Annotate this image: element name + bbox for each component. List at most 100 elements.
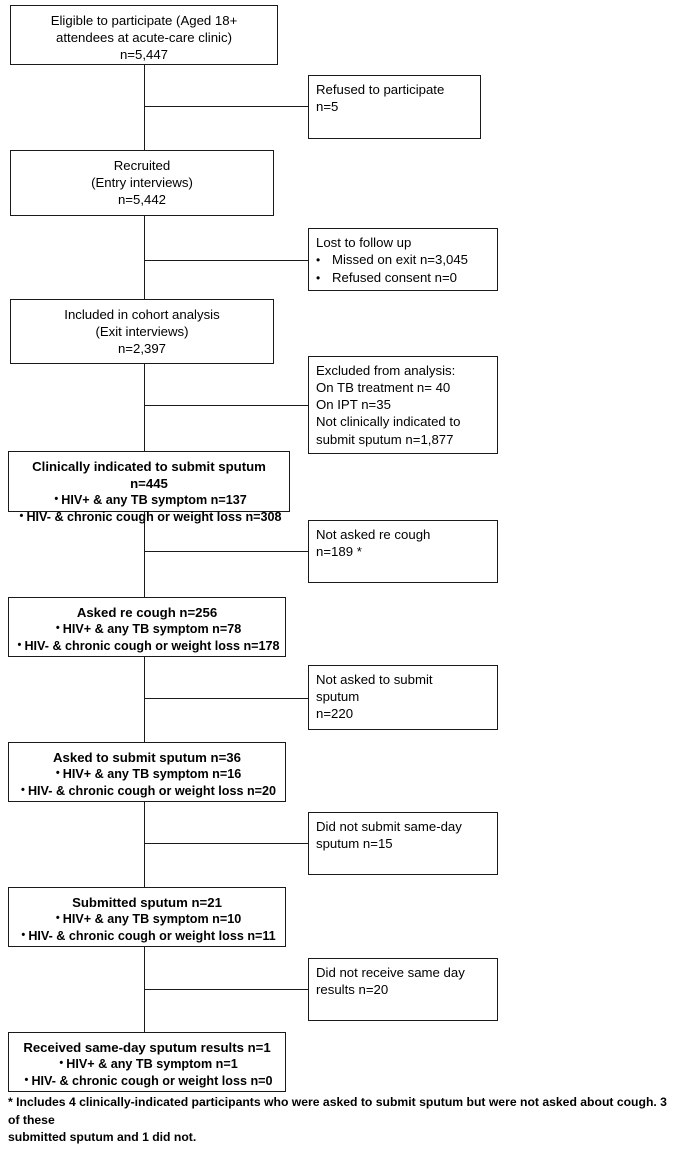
box-included-cohort-content: Included in cohort analysis (Exit interv…	[11, 300, 273, 363]
box-eligible-content: Eligible to participate (Aged 18+ attend…	[11, 6, 277, 69]
bullet-text: HIV- & chronic cough or weight loss n=17…	[24, 638, 280, 653]
connector-recruited-to-included	[144, 215, 146, 299]
box-received-same-day-results-content: Received same-day sputum results n=1 •HI…	[9, 1033, 285, 1095]
box-not-asked-to-submit-sputum-line-1: Not asked to submit	[316, 672, 433, 687]
box-did-not-receive-same-day-results-line-2: results n=20	[316, 982, 389, 998]
bullet-dot-icon: •	[316, 270, 321, 285]
box-recruited-line-2: (Entry interviews)	[91, 175, 193, 191]
box-lost-to-follow-up-header: Lost to follow up	[316, 235, 412, 250]
connector-asked-to-submitted	[144, 802, 146, 887]
connector-included-to-indicated	[144, 363, 146, 451]
bullet-text: HIV- & chronic cough or weight loss n=20	[27, 783, 277, 798]
list-item: •HIV- & chronic cough or weight loss n=0	[13, 1073, 281, 1089]
box-clinically-indicated-content: Clinically indicated to submit sputum n=…	[9, 452, 289, 531]
bullet-text: HIV+ & any TB symptom n=137	[61, 493, 247, 508]
list-item: •HIV+ & any TB symptom n=137	[13, 492, 285, 508]
bullet-text: HIV+ & any TB symptom n=78	[62, 622, 242, 637]
box-submitted-sputum-bullets: •HIV+ & any TB symptom n=10 •HIV- & chro…	[13, 911, 281, 944]
connector-branch-refused	[144, 106, 308, 108]
bullet-dot-icon: •	[19, 509, 24, 522]
box-refused-to-participate[interactable]: Refused to participate n=5	[308, 75, 481, 139]
bullet-dot-icon: •	[55, 912, 60, 925]
box-excluded-from-analysis-line-1: Excluded from analysis:	[316, 363, 456, 378]
box-received-same-day-results-bullets: •HIV+ & any TB symptom n=1 •HIV- & chron…	[13, 1056, 281, 1089]
box-received-same-day-results[interactable]: Received same-day sputum results n=1 •HI…	[8, 1032, 286, 1092]
box-not-asked-re-cough-line-2: n=189 *	[316, 544, 362, 560]
box-refused-to-participate-line-2: n=5	[316, 99, 339, 115]
box-not-asked-re-cough-line-1: Not asked re cough	[316, 527, 431, 542]
box-not-asked-re-cough-content: Not asked re cough n=189 *	[309, 521, 497, 565]
box-asked-to-submit-sputum-header: Asked to submit sputum n=36	[53, 750, 241, 765]
bullet-text: HIV- & chronic cough or weight loss n=11	[28, 928, 276, 943]
list-item: •HIV+ & any TB symptom n=1	[13, 1056, 281, 1072]
list-item: •HIV- & chronic cough or weight loss n=1…	[13, 928, 281, 944]
bullet-dot-icon: •	[55, 622, 60, 635]
box-clinically-indicated[interactable]: Clinically indicated to submit sputum n=…	[8, 451, 290, 524]
list-item: •HIV- & chronic cough or weight loss n=2…	[13, 783, 281, 799]
bullet-text: HIV- & chronic cough or weight loss n=30…	[26, 509, 282, 524]
connector-branch-excluded	[144, 405, 308, 407]
bullet-dot-icon: •	[55, 767, 60, 780]
box-not-asked-to-submit-sputum-line-3: n=220	[316, 706, 354, 722]
bullet-dot-icon: •	[24, 1073, 29, 1086]
box-lost-to-follow-up-bullets: • Missed on exit n=3,045 •Refused consent…	[316, 251, 490, 286]
box-eligible-line-3: n=5,447	[119, 47, 169, 63]
list-item: • Missed on exit n=3,045	[316, 251, 490, 269]
footnote: * Includes 4 clinically-indicated partic…	[8, 1094, 676, 1147]
box-excluded-from-analysis-line-5: submit sputum n=1,877	[316, 431, 454, 447]
list-item: •HIV- & chronic cough or weight loss n=3…	[13, 509, 285, 525]
box-eligible-line-2: attendees at acute-care clinic)	[56, 30, 232, 46]
connector-branch-lost	[144, 260, 308, 262]
box-recruited[interactable]: Recruited (Entry interviews) n=5,442	[10, 150, 274, 216]
box-not-asked-to-submit-sputum-line-2: sputum	[316, 689, 360, 705]
box-lost-to-follow-up[interactable]: Lost to follow up • Missed on exit n=3,04…	[308, 228, 498, 291]
box-asked-to-submit-sputum[interactable]: Asked to submit sputum n=36 •HIV+ & any …	[8, 742, 286, 802]
bullet-text: HIV+ & any TB symptom n=16	[62, 767, 242, 782]
box-excluded-from-analysis-line-2: On TB treatment n= 40	[316, 380, 451, 396]
box-excluded-from-analysis-line-4: Not clinically indicated to	[316, 414, 461, 430]
box-did-not-submit-same-day-sputum-line-1: Did not submit same-day	[316, 819, 462, 834]
box-included-cohort[interactable]: Included in cohort analysis (Exit interv…	[10, 299, 274, 364]
connector-branch-not-asked-submit	[144, 698, 308, 700]
footnote-line-2: submitted sputum and 1 did not.	[8, 1130, 197, 1145]
box-not-asked-re-cough[interactable]: Not asked re cough n=189 *	[308, 520, 498, 583]
box-excluded-from-analysis[interactable]: Excluded from analysis: On TB treatment …	[308, 356, 498, 454]
box-did-not-receive-same-day-results-content: Did not receive same day results n=20	[309, 959, 497, 1003]
bullet-dot-icon: •	[59, 1057, 64, 1070]
box-clinically-indicated-header: Clinically indicated to submit sputum n=…	[32, 459, 266, 492]
box-asked-re-cough[interactable]: Asked re cough n=256 •HIV+ & any TB symp…	[8, 597, 286, 657]
box-asked-re-cough-content: Asked re cough n=256 •HIV+ & any TB symp…	[9, 598, 285, 660]
bullet-text: HIV+ & any TB symptom n=10	[62, 912, 242, 927]
box-recruited-line-3: n=5,442	[117, 192, 167, 208]
box-eligible[interactable]: Eligible to participate (Aged 18+ attend…	[10, 5, 278, 65]
box-recruited-line-1: Recruited	[113, 158, 171, 173]
box-recruited-content: Recruited (Entry interviews) n=5,442	[11, 151, 273, 214]
connector-branch-not-asked-cough	[144, 551, 308, 553]
box-included-cohort-line-2: (Exit interviews)	[95, 324, 189, 340]
box-included-cohort-line-1: Included in cohort analysis	[64, 307, 220, 322]
box-asked-to-submit-sputum-bullets: •HIV+ & any TB symptom n=16 •HIV- & chro…	[13, 766, 281, 799]
connector-branch-did-not-submit	[144, 843, 308, 845]
box-did-not-receive-same-day-results-line-1: Did not receive same day	[316, 965, 465, 980]
connector-indicated-to-cough	[144, 512, 146, 597]
box-did-not-receive-same-day-results[interactable]: Did not receive same day results n=20	[308, 958, 498, 1021]
bullet-text: HIV- & chronic cough or weight loss n=0	[31, 1073, 273, 1088]
footnote-line-1: * Includes 4 clinically-indicated partic…	[8, 1095, 667, 1127]
box-asked-to-submit-sputum-content: Asked to submit sputum n=36 •HIV+ & any …	[9, 743, 285, 805]
connector-branch-did-not-receive	[144, 989, 308, 991]
bullet-dot-icon: •	[316, 253, 321, 268]
box-submitted-sputum[interactable]: Submitted sputum n=21 •HIV+ & any TB sym…	[8, 887, 286, 947]
box-excluded-from-analysis-line-3: On IPT n=35	[316, 397, 391, 413]
list-item: •HIV+ & any TB symptom n=10	[13, 911, 281, 927]
list-item: •HIV+ & any TB symptom n=78	[13, 621, 281, 637]
list-item: •Refused consent n=0	[316, 269, 490, 287]
bullet-text: Missed on exit n=3,045	[332, 252, 468, 268]
bullet-text: HIV+ & any TB symptom n=1	[66, 1057, 238, 1072]
box-did-not-submit-same-day-sputum[interactable]: Did not submit same-day sputum n=15	[308, 812, 498, 875]
box-lost-to-follow-up-content: Lost to follow up • Missed on exit n=3,04…	[309, 229, 497, 291]
box-clinically-indicated-bullets: •HIV+ & any TB symptom n=137 •HIV- & chr…	[13, 492, 285, 525]
box-asked-re-cough-bullets: •HIV+ & any TB symptom n=78 •HIV- & chro…	[13, 621, 281, 654]
box-not-asked-to-submit-sputum[interactable]: Not asked to submit sputum n=220	[308, 665, 498, 730]
bullet-dot-icon: •	[17, 638, 22, 651]
